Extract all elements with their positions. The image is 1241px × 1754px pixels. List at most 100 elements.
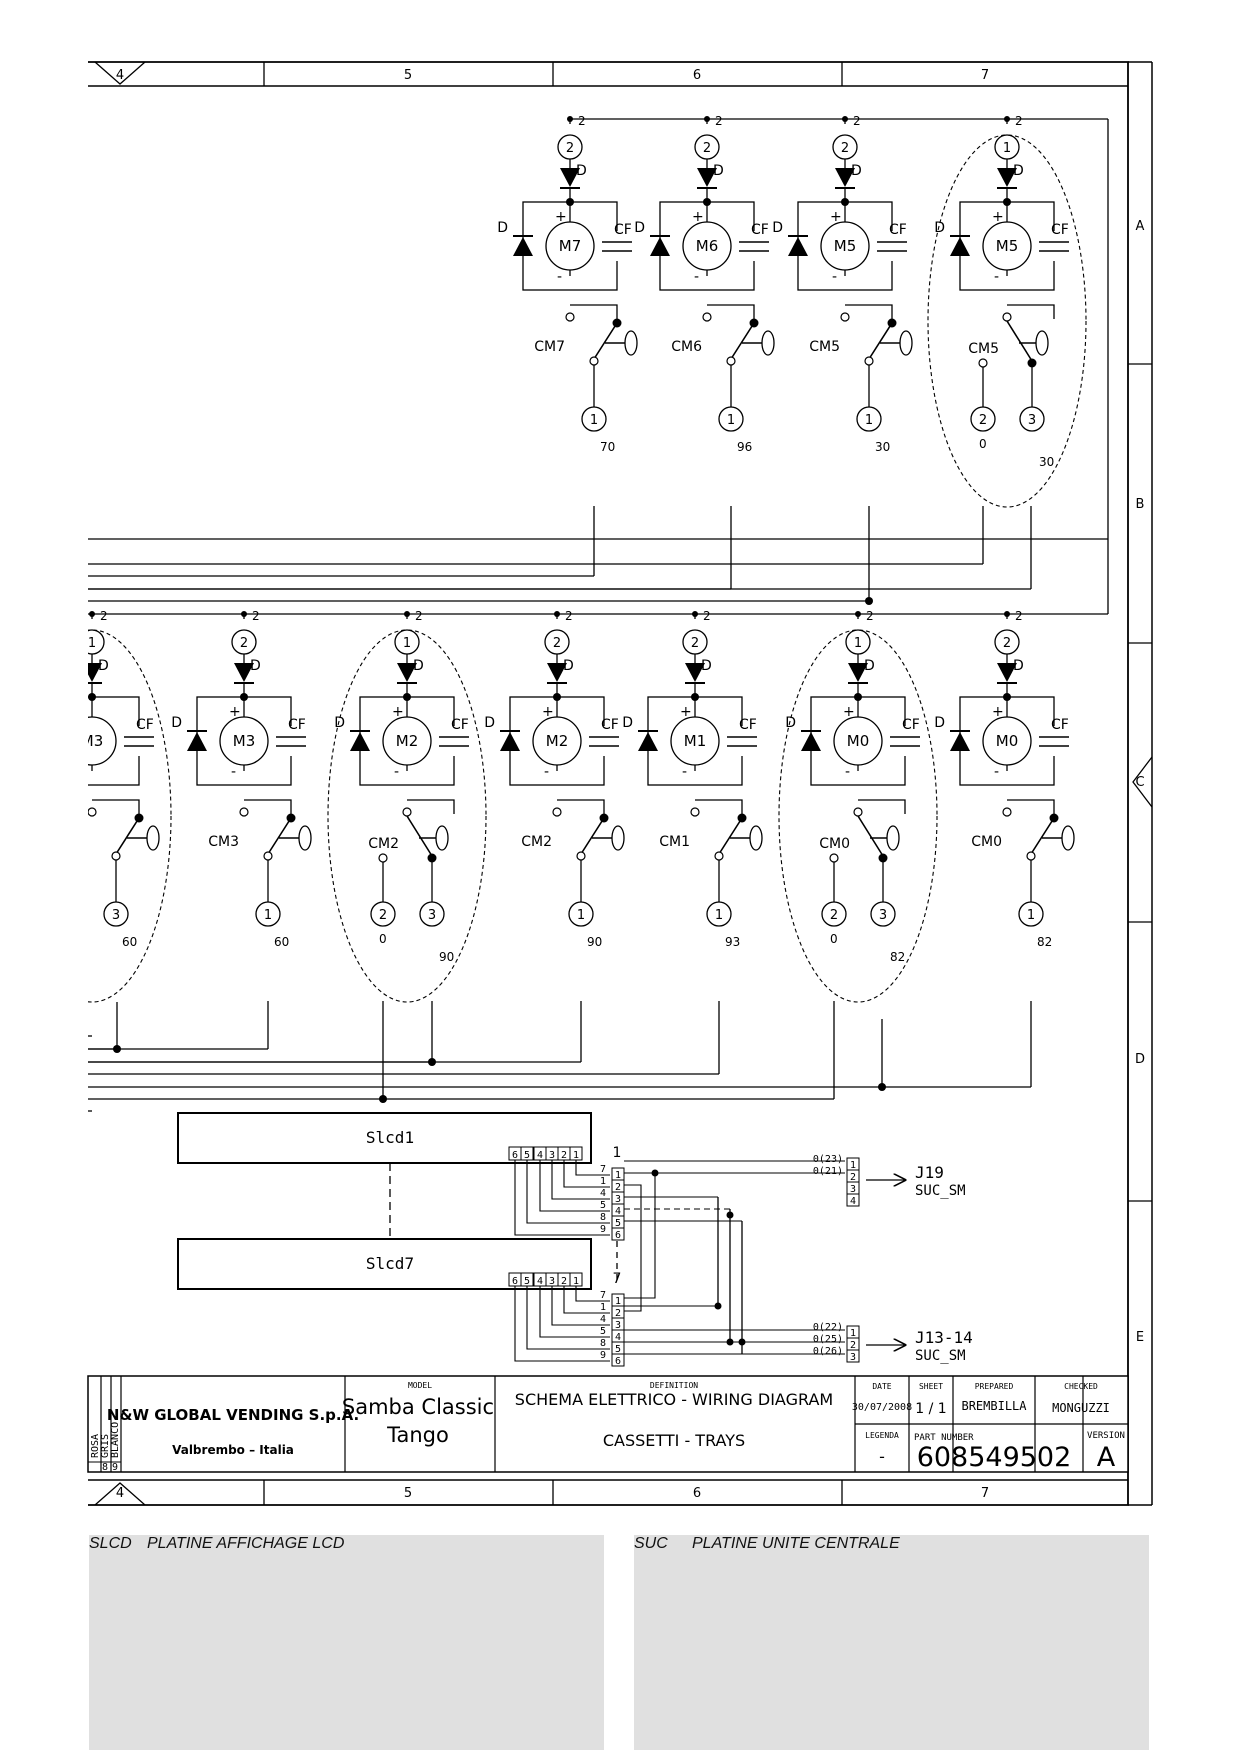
motor-minus: - [994, 269, 999, 285]
connector-pin-label: 2 [841, 141, 849, 156]
motor-label: M7 [559, 237, 582, 255]
diode-label: D [576, 163, 587, 179]
junction-dot [89, 611, 95, 617]
date-label: DATE [872, 1382, 891, 1391]
harness-wire-number: 5 [600, 1200, 606, 1211]
board-pin-label: 5 [524, 1276, 530, 1287]
open-contact [263, 851, 273, 861]
switch-blade [267, 817, 292, 855]
junction-dot [865, 597, 873, 605]
legenda: - [879, 1447, 885, 1466]
diode-label: D [413, 658, 424, 674]
motor-minus: - [394, 764, 399, 780]
junction-dot [567, 116, 573, 122]
switch-blade [857, 815, 884, 857]
capacitor-gap [602, 231, 632, 261]
wire-number: 70 [600, 440, 615, 454]
motor-plus: + [77, 704, 89, 720]
output-pin-label: 3 [850, 1352, 856, 1363]
open-contact [829, 853, 839, 863]
motor-label: M5 [996, 237, 1019, 255]
harness-wire-number: 5 [600, 1326, 606, 1337]
connector-cell-label: 4 [615, 1332, 621, 1343]
connector-pin-label: 2 [566, 141, 574, 156]
flyback-diode [35, 732, 55, 751]
motor-symbol [682, 221, 732, 271]
motor-symbol [982, 716, 1032, 766]
legend-slcd: SLCD PLATINE AFFICHAGE LCD [89, 1535, 604, 1750]
wire-number: 90 [587, 935, 602, 949]
harness-wire [514, 1286, 610, 1362]
capacitor-gap [727, 726, 757, 756]
switch-wire [695, 799, 743, 814]
connector-pin [419, 901, 445, 927]
switch-blade [718, 817, 743, 855]
board-pin-label: 1 [573, 1276, 579, 1287]
output-wire-number: 0(23) [813, 1154, 843, 1165]
connector-pin-label: 1 [577, 908, 585, 923]
motor-label: M2 [396, 732, 419, 750]
connector-cell-label: 3 [615, 1194, 621, 1205]
model-name: Samba Classic [342, 1395, 494, 1419]
connector-pin-label: 1 [264, 908, 272, 923]
flyback-diode [187, 732, 207, 751]
harness-wire-number: 9 [600, 1224, 606, 1235]
column-number: 5 [404, 68, 412, 83]
company-name: N&W GLOBAL VENDING S.p.A. [107, 1406, 359, 1424]
diode-label: D [634, 220, 645, 236]
colour-code-number: 8 [102, 1462, 108, 1473]
row-letter: E [1136, 1330, 1144, 1345]
colour-code: ROSA [90, 1434, 101, 1458]
connector-pin-label: 3 [112, 908, 120, 923]
switch-wire [557, 799, 605, 814]
model-name: Tango [386, 1423, 449, 1447]
supply-label: 2 [703, 609, 711, 623]
supply-label: 2 [578, 114, 586, 128]
capacitor-label: CF [136, 717, 154, 733]
diode-label: D [98, 658, 109, 674]
supply-label: 2 [1015, 114, 1023, 128]
switch-wire [1007, 799, 1055, 814]
supply-label: 2 [100, 609, 108, 623]
motor-symbol [382, 716, 432, 766]
capacitor-label: CF [288, 717, 306, 733]
connector-cell-label: 1 [615, 1170, 621, 1181]
switch-wire [407, 799, 455, 814]
switch-wire [1007, 304, 1055, 319]
board-pin-label: 2 [561, 1150, 567, 1161]
switch-label: CM5 [809, 339, 840, 355]
motor-plus: + [843, 704, 855, 720]
connector-pin-label: 2 [830, 908, 838, 923]
junction-dot [427, 853, 437, 863]
capacitor-gap [124, 726, 154, 756]
capacitor-gap [439, 726, 469, 756]
connector-pin-label: 3 [879, 908, 887, 923]
junction-dot [878, 1083, 886, 1091]
harness-wire [526, 1286, 610, 1350]
harness-wire [563, 1286, 610, 1314]
connector-pin-label: 1 [854, 636, 862, 651]
harness-wire [539, 1160, 610, 1212]
wire-number: 30 [1039, 455, 1054, 469]
motor-label: M5 [834, 237, 857, 255]
connector-pin-label: 3 [1028, 413, 1036, 428]
motor-label: M2 [546, 732, 569, 750]
connector-pin [706, 901, 732, 927]
wire-bus [88, 506, 1108, 1112]
capacitor-gap [890, 726, 920, 756]
supply-label: 2 [866, 609, 874, 623]
column-number: 7 [981, 68, 989, 83]
switch-knob [624, 330, 638, 356]
diode-label: D [1013, 658, 1024, 674]
connector-pin-label: 2 [703, 141, 711, 156]
lcd-board-7: Slcd76543217714589123456 [177, 1238, 625, 1367]
capacitor-label: CF [739, 717, 757, 733]
supply-label: 2 [853, 114, 861, 128]
switch-knob [435, 825, 449, 851]
capacitor-gap [1039, 726, 1069, 756]
harness-wire-number: 1 [600, 1176, 606, 1187]
board-pin-label: 3 [549, 1276, 555, 1287]
column-number: 6 [693, 1486, 701, 1501]
junction-dot [651, 1169, 659, 1177]
board-pin-label: 2 [561, 1276, 567, 1287]
